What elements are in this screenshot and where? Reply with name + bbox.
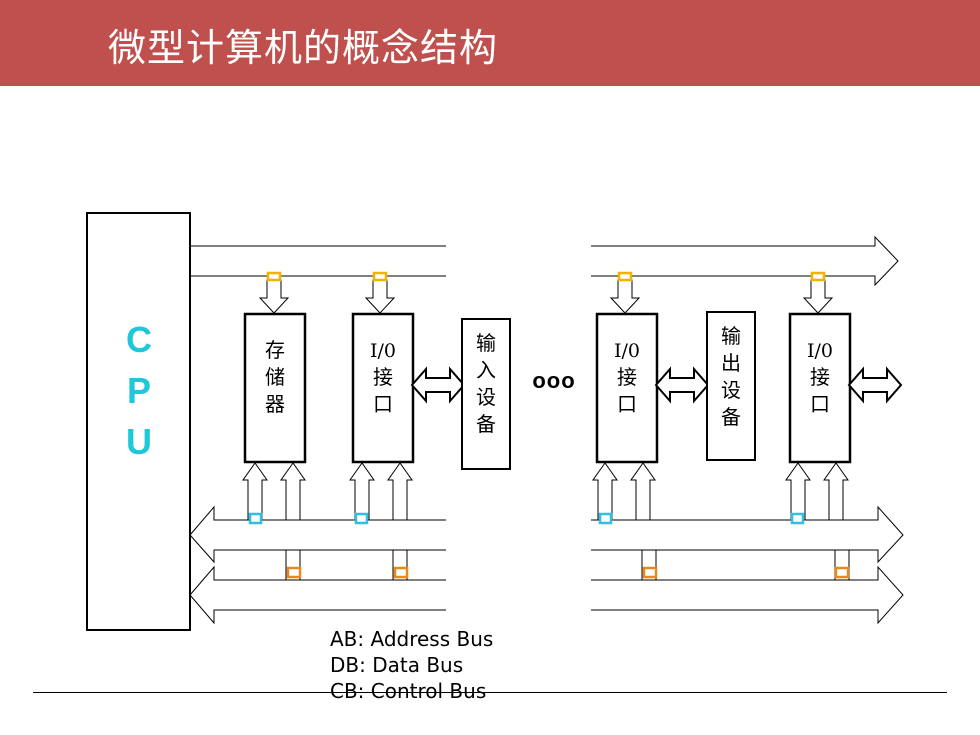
io-interface-1-text-3: 口 xyxy=(373,392,393,416)
io-interface-1-text-2: 接 xyxy=(373,365,393,389)
bus-legend: AB: Address Bus DB: Data Bus CB: Control… xyxy=(330,626,493,704)
cpu-letter-p: P xyxy=(127,370,151,411)
memory-char-2: 储 xyxy=(265,365,285,389)
memory-box: 存 储 器 xyxy=(243,312,307,464)
io-interface-2-text-1: I/0 xyxy=(614,340,640,362)
io-interface-3: I/0 接 口 xyxy=(788,312,852,464)
legend-control-bus: CB: Control Bus xyxy=(330,679,487,703)
io-interface-2-text-3: 口 xyxy=(617,392,637,416)
data-bus xyxy=(189,505,904,564)
legend-address-bus: AB: Address Bus xyxy=(330,627,494,651)
output-device-box: 输 出 设 备 xyxy=(706,311,756,461)
ellipsis: ooo xyxy=(532,368,575,393)
io-interface-3-text-1: I/0 xyxy=(807,340,833,362)
memory-char-3: 器 xyxy=(265,392,285,416)
input-device-char-4: 备 xyxy=(476,412,496,436)
address-bus-markers xyxy=(266,271,826,282)
control-bus xyxy=(189,565,904,625)
control-bus-markers xyxy=(286,566,850,579)
io-interface-1-text-1: I/0 xyxy=(370,340,396,362)
cpu-letter-c: C xyxy=(126,319,152,360)
legend-data-bus: DB: Data Bus xyxy=(330,653,464,677)
io-interface-2-text-2: 接 xyxy=(617,365,637,389)
input-device-char-2: 入 xyxy=(476,358,496,382)
io-output-double-arrow xyxy=(655,368,709,402)
address-down-arrows xyxy=(259,279,833,314)
output-device-char-1: 输 xyxy=(721,324,741,348)
io-interface-2: I/0 接 口 xyxy=(595,312,659,464)
io-interface-3-text-3: 口 xyxy=(810,392,830,416)
footer-divider xyxy=(33,692,947,693)
input-device-char-3: 设 xyxy=(476,385,496,409)
input-device-box: 输 入 设 备 xyxy=(461,318,511,470)
output-device-char-4: 备 xyxy=(721,405,741,429)
address-bus xyxy=(190,235,899,287)
data-bus-markers xyxy=(248,512,805,525)
io-interface-1: I/0 接 口 xyxy=(351,312,415,464)
io-3-external-double-arrow xyxy=(848,368,902,402)
output-device-char-2: 出 xyxy=(721,351,741,375)
memory-char-1: 存 xyxy=(265,338,285,362)
cpu-box: C P U xyxy=(86,212,191,631)
input-device-char-1: 输 xyxy=(476,331,496,355)
io-input-double-arrow xyxy=(411,368,465,402)
bus-up-arrows xyxy=(242,462,849,521)
slide-title: 微型计算机的概念结构 xyxy=(108,26,499,70)
output-device-char-3: 设 xyxy=(721,378,741,402)
title-bar: 微型计算机的概念结构 xyxy=(0,0,980,86)
cpu-letter-u: U xyxy=(126,421,152,462)
control-bus-stubs xyxy=(285,549,850,581)
io-interface-3-text-2: 接 xyxy=(810,365,830,389)
